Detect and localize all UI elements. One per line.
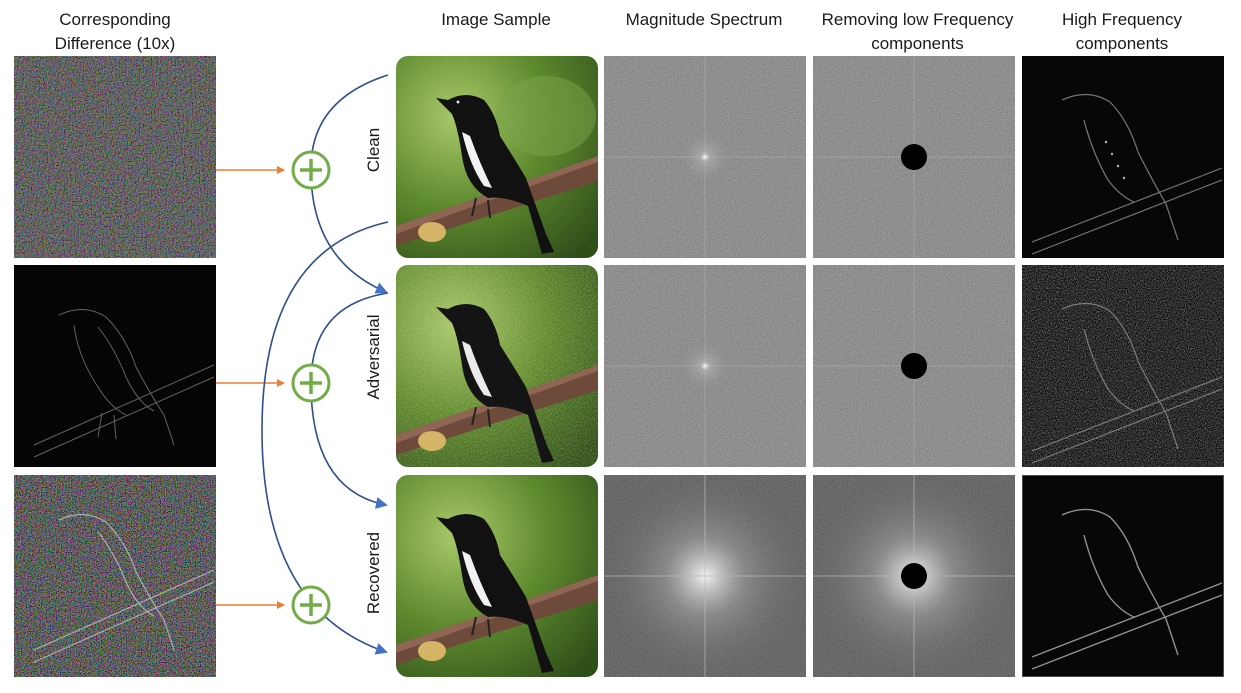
plus-icon-2 — [293, 365, 329, 401]
plus-icon-3 — [293, 587, 329, 623]
plus-icon-1 — [293, 152, 329, 188]
blue-arrow-clean-to-recovered — [262, 222, 388, 652]
blue-arrow-adversarial-to-recovered — [311, 293, 388, 505]
